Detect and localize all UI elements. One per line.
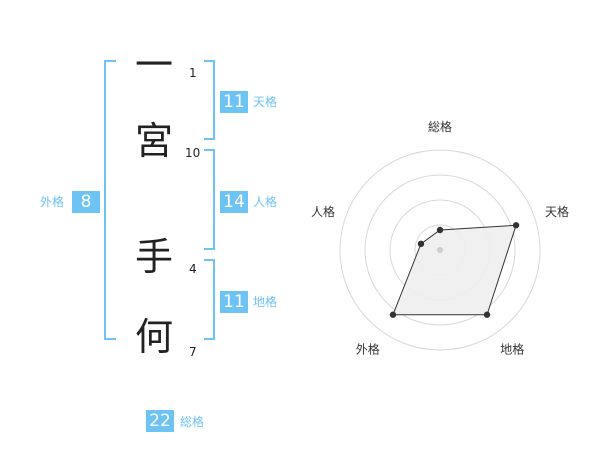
- chikaku-bracket: [204, 259, 215, 340]
- radar-point: [389, 311, 397, 318]
- radar-ring: [364, 174, 516, 326]
- chikaku-value-badge: 11: [220, 291, 248, 313]
- name-char-2: 宮: [134, 119, 173, 163]
- gaikaku-bracket: [104, 60, 116, 340]
- tenkaku-bracket: [204, 60, 215, 140]
- radar-point: [512, 222, 520, 229]
- radar-point: [436, 226, 444, 234]
- jinkaku-bracket: [204, 149, 215, 250]
- radar-axis-label: 外格: [356, 342, 380, 357]
- radar-ring: [339, 149, 541, 351]
- jinkaku-value-badge: 14: [220, 191, 248, 213]
- radar-point: [417, 240, 425, 248]
- chikaku-label: 地格: [253, 295, 278, 309]
- name-char-4: 何: [134, 315, 173, 359]
- tenkaku-label: 天格: [253, 95, 278, 109]
- soukaku-value-badge: 22: [146, 410, 174, 432]
- stroke-count-1: 1: [189, 66, 197, 80]
- radar-center-dot: [437, 247, 443, 253]
- radar-axis-label: 総格: [428, 119, 452, 134]
- jinkaku-label: 人格: [253, 195, 278, 209]
- stroke-count-4: 7: [189, 345, 197, 359]
- radar-axis-label: 天格: [545, 204, 569, 219]
- soukaku-label: 総格: [180, 415, 205, 429]
- radar-area: [392, 224, 517, 316]
- stroke-count-2: 10: [185, 146, 201, 160]
- radar-axis-label: 地格: [500, 342, 524, 357]
- name-char-1: 一: [134, 43, 173, 87]
- gaikaku-label: 外格: [40, 195, 65, 209]
- name-char-3: 手: [134, 235, 173, 279]
- radar-point: [483, 311, 491, 318]
- stroke-count-3: 4: [189, 262, 197, 276]
- gaikaku-value-badge: 8: [72, 191, 100, 213]
- tenkaku-value-badge: 11: [220, 91, 248, 113]
- radar-axis-label: 人格: [311, 204, 335, 219]
